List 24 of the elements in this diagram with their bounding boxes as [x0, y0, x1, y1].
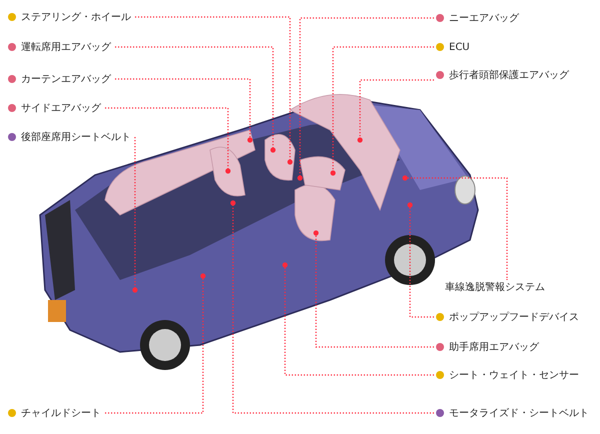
- callout-label: ニーエアバッグ: [449, 11, 521, 25]
- callout-label: 運転席用エアバッグ: [21, 40, 113, 54]
- leader-line: [115, 46, 276, 153]
- callout-label: ステアリング・ホイール: [21, 10, 133, 24]
- leader-line: [297, 17, 434, 181]
- callout-label: 助手席用エアバッグ: [449, 340, 541, 354]
- leader-line: [407, 202, 434, 318]
- leader-line: [105, 107, 231, 174]
- callout-label: サイドエアバッグ: [21, 101, 103, 115]
- leader-line: [135, 16, 293, 165]
- callout-label: ポップアップフードデバイス: [449, 310, 581, 324]
- callout-label: 歩行者頭部保護エアバッグ: [449, 68, 571, 82]
- leader-line: [115, 78, 253, 143]
- callout-label: シート・ウェイト・センサー: [449, 368, 581, 382]
- callout-label: カーテンエアバッグ: [21, 72, 113, 86]
- leader-line: [105, 273, 206, 414]
- leader-line: [330, 46, 434, 176]
- leader-line: [357, 79, 434, 143]
- leader-line: [230, 200, 434, 414]
- leader-line: [132, 136, 138, 293]
- callout-label: ECU: [449, 42, 472, 52]
- callout-label: 車線逸脱警報システム: [445, 280, 547, 294]
- leader-line: [282, 262, 434, 376]
- leader-line: [313, 230, 434, 348]
